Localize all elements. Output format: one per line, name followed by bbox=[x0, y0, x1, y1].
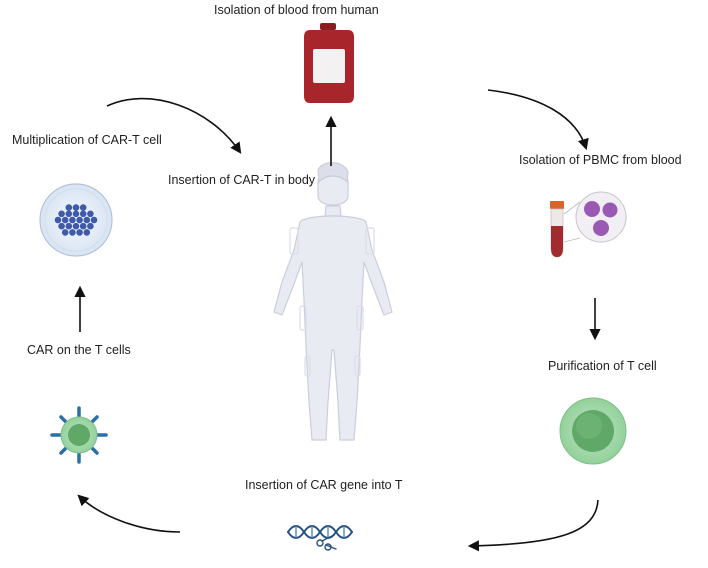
label-isolation-blood: Isolation of blood from human bbox=[214, 3, 379, 17]
car-t-cell-icon bbox=[50, 406, 108, 464]
dish-cell bbox=[69, 216, 76, 224]
arrow-multiplication-to-body bbox=[106, 97, 242, 154]
dish-cell bbox=[79, 204, 87, 211]
body-patches bbox=[289, 227, 375, 377]
pbmc-cells-icon bbox=[563, 191, 627, 243]
dish-cell bbox=[76, 216, 83, 224]
dish-cell bbox=[58, 222, 65, 230]
dish-cell bbox=[69, 229, 76, 236]
flow-arrows bbox=[74, 89, 601, 552]
arrow-purification-to-gene bbox=[467, 499, 599, 552]
dish-cell bbox=[72, 204, 80, 211]
dna-scissors-icon bbox=[287, 525, 353, 551]
dish-cell bbox=[83, 216, 91, 224]
dish-cell bbox=[76, 229, 83, 236]
dish-cell bbox=[90, 216, 98, 224]
dish-cell bbox=[83, 229, 91, 236]
arrow-blood-to-pbmc bbox=[487, 89, 589, 151]
t-cell-icon bbox=[559, 397, 627, 465]
dish-cell bbox=[87, 210, 94, 218]
dish-cell bbox=[87, 222, 94, 230]
dish-cell bbox=[79, 210, 87, 218]
dish-cell bbox=[61, 216, 69, 224]
dish-cell bbox=[65, 204, 73, 211]
dish-cell bbox=[54, 216, 62, 224]
label-car-on-t-cells: CAR on the T cells bbox=[27, 343, 131, 357]
dish-cell bbox=[58, 210, 65, 218]
blood-bag-icon bbox=[304, 23, 354, 103]
test-tube-icon bbox=[550, 201, 564, 258]
dish-cell bbox=[61, 229, 69, 236]
petri-dish-icon bbox=[39, 183, 113, 257]
label-isolation-pbmc: Isolation of PBMC from blood bbox=[519, 153, 682, 167]
human-body-icon bbox=[273, 162, 393, 441]
dish-cell bbox=[65, 222, 73, 230]
dish-cell bbox=[65, 210, 73, 218]
label-insertion-car-gene: Insertion of CAR gene into T bbox=[245, 478, 403, 492]
arrow-gene-to-car bbox=[77, 494, 181, 533]
dish-cell bbox=[79, 222, 87, 230]
dish-cells bbox=[54, 204, 98, 236]
dish-cell bbox=[72, 222, 80, 230]
label-multiplication-car-t: Multiplication of CAR-T cell bbox=[12, 133, 162, 147]
label-insertion-car-t-body: Insertion of CAR-T in body bbox=[168, 173, 316, 187]
dish-cell bbox=[72, 210, 80, 218]
label-purification-t-cell: Purification of T cell bbox=[548, 359, 657, 373]
